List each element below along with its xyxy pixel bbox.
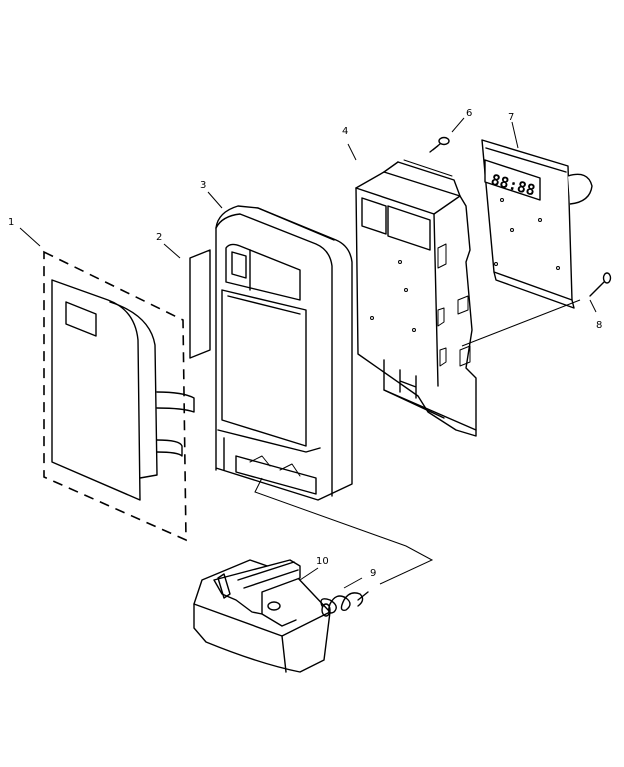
part-9-spring [320, 591, 369, 617]
callout-7: 7 [508, 112, 514, 123]
callout-10: 10 [316, 556, 329, 567]
part-7-display-board: 88:88 [481, 139, 593, 309]
callout-1: 1 [8, 217, 14, 228]
part-4-circuit-carrier [355, 159, 477, 437]
part-2-window-strip [189, 249, 211, 359]
callout-4: 4 [342, 126, 348, 137]
part-10-latch-base [193, 559, 331, 673]
part-8-screw [589, 272, 612, 297]
callout-3: 3 [200, 180, 206, 191]
part-1-control-overlay [43, 250, 195, 542]
interconnect-lines [254, 121, 581, 585]
callout-8: 8 [596, 320, 602, 331]
part-6-screw [429, 136, 450, 153]
leader-lines [19, 117, 597, 589]
callout-9: 9 [370, 568, 376, 579]
callout-2: 2 [156, 232, 162, 243]
part-3-control-frame [215, 205, 353, 501]
callout-6: 6 [466, 108, 472, 119]
